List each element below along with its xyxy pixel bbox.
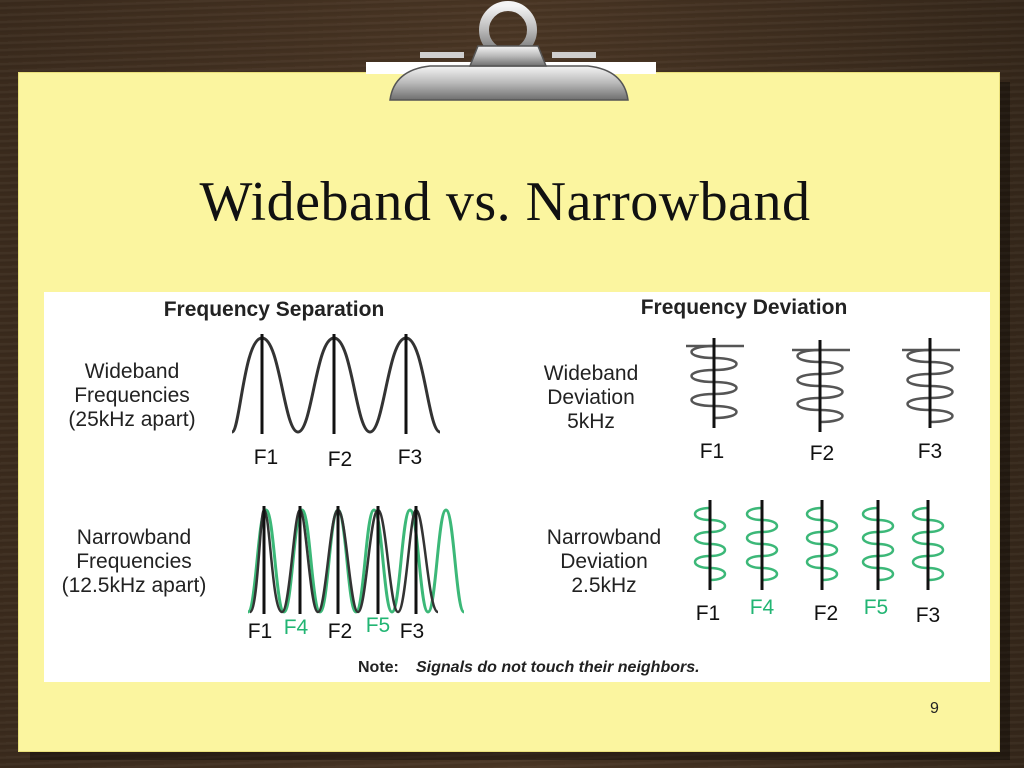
frequency-separation-heading: Frequency Separation [164,298,385,321]
wideband-dev-label-2: Deviation [547,386,635,409]
wideband-freq-label-3: (25kHz apart) [68,408,195,431]
narrowband-freq-wave-green [246,508,466,614]
narrowband-freq-f5: F5 [366,614,391,637]
narrowband-dev-f3: F3 [916,604,941,627]
narrowband-freq-label-3: (12.5kHz apart) [62,574,207,597]
wideband-dev-label-3: 5kHz [567,410,615,433]
binder-clip-icon [366,1,656,101]
slide-title: Wideband vs. Narrowband [199,171,811,233]
narrowband-dev-coil-f3 [911,500,945,590]
frequency-deviation-heading: Frequency Deviation [641,296,848,319]
wideband-dev-f1: F1 [700,440,725,463]
narrowband-dev-coil-f2 [805,500,839,590]
wideband-dev-coil-f3 [902,338,960,428]
wideband-freq-f3: F3 [398,446,423,469]
wideband-freq-f2: F2 [328,448,353,471]
wideband-dev-coil-f1 [686,338,744,428]
note-text: Signals do not touch their neighbors. [416,659,700,676]
wideband-dev-label-1: Wideband [544,362,639,385]
narrowband-dev-coil-f5 [861,500,895,590]
narrowband-dev-f2: F2 [814,602,839,625]
narrowband-freq-label-1: Narrowband [77,526,191,549]
note-label: Note: [358,659,399,676]
wideband-dev-f2: F2 [810,442,835,465]
narrowband-freq-label-2: Frequencies [76,550,192,573]
wideband-dev-coil-f2 [792,340,850,432]
narrowband-dev-coil-f4 [745,500,779,590]
narrowband-freq-f3: F3 [400,620,425,643]
narrowband-dev-f4: F4 [750,596,775,619]
wideband-freq-label-1: Wideband [85,360,180,383]
narrowband-dev-label-3: 2.5kHz [571,574,636,597]
narrowband-dev-label-1: Narrowband [547,526,661,549]
diagram-panel: Frequency Separation Frequency Deviation… [44,292,990,682]
narrowband-freq-f4: F4 [284,616,309,639]
wideband-freq-label-2: Frequencies [74,384,190,407]
narrowband-freq-f1: F1 [248,620,273,643]
narrowband-dev-f5: F5 [864,596,889,619]
narrowband-dev-coil-f1 [693,500,727,590]
wideband-freq-f1: F1 [254,446,279,469]
wideband-dev-f3: F3 [918,440,943,463]
narrowband-freq-f2: F2 [328,620,353,643]
narrowband-dev-label-2: Deviation [560,550,648,573]
diagram-svg: Frequency Separation Frequency Deviation… [62,296,960,676]
narrowband-dev-f1: F1 [696,602,721,625]
page-number: 9 [930,700,939,717]
